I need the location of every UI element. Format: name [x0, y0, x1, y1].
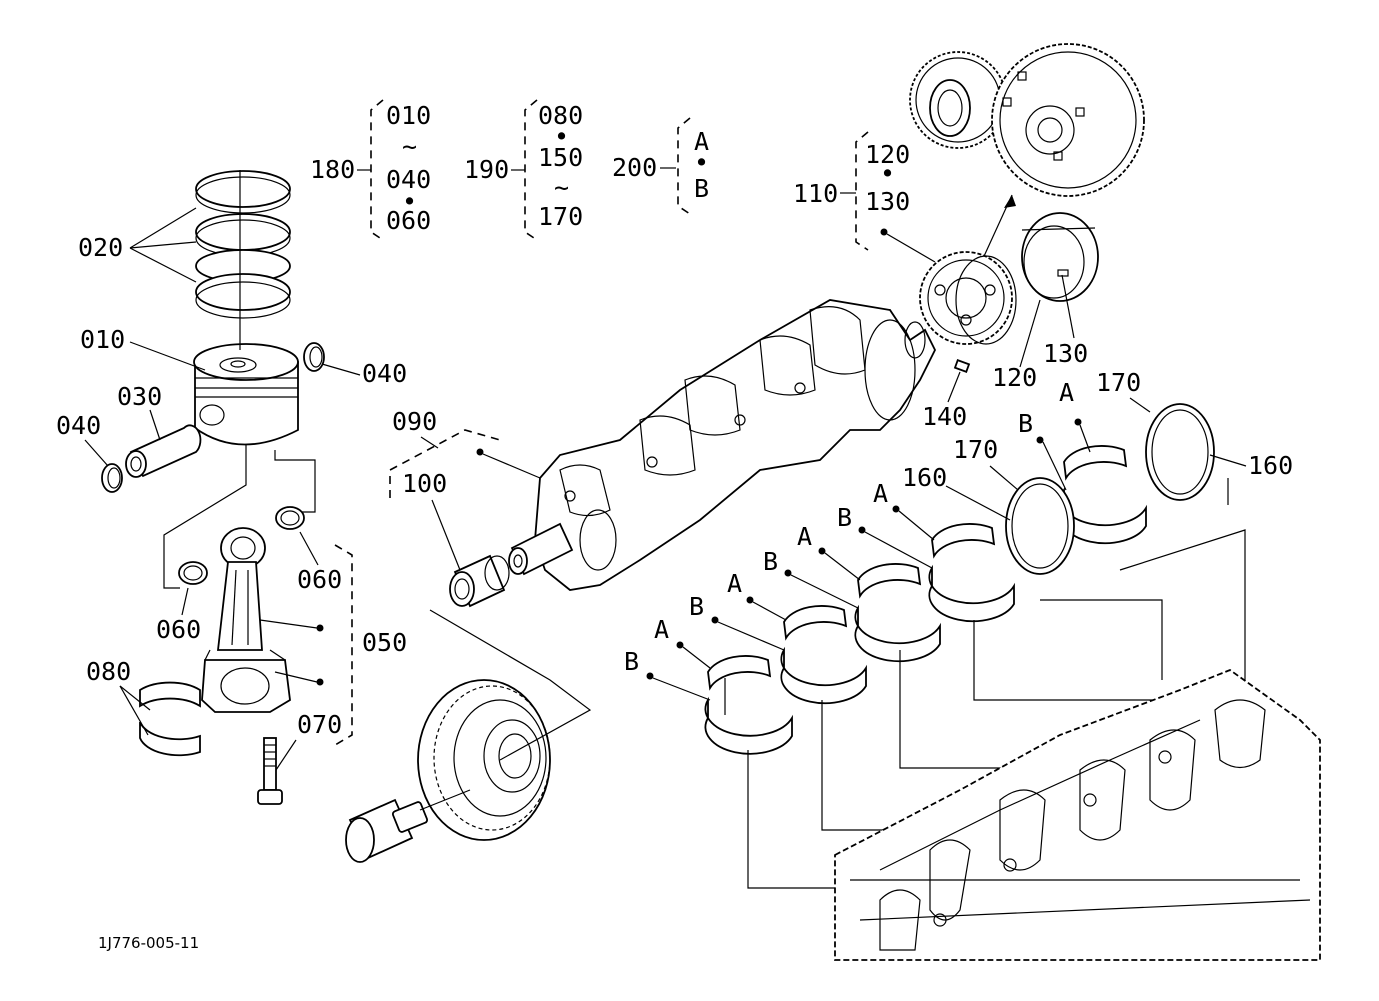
crank-pulley: [417, 679, 551, 841]
label-170-right: 170: [1096, 368, 1141, 397]
piston-rings: [195, 170, 291, 330]
svg-text:120: 120: [865, 140, 910, 169]
piston-pin: [125, 424, 202, 478]
svg-text:170: 170: [538, 202, 583, 231]
main-bearing-4: [928, 523, 1015, 623]
svg-text:B: B: [837, 503, 852, 532]
pulley-bolt: [345, 798, 429, 863]
svg-text:B: B: [689, 592, 704, 621]
svg-text:040: 040: [386, 165, 431, 194]
svg-text:B: B: [694, 174, 709, 203]
crank-gear: [919, 251, 1017, 345]
crank-key: [953, 359, 971, 373]
label-060-left: 060: [156, 615, 201, 644]
svg-text:110: 110: [793, 179, 838, 208]
rod-bearing: [139, 681, 201, 757]
main-bearing-3: [854, 563, 941, 663]
label-040-right: 040: [362, 359, 407, 388]
label-090: 090: [392, 407, 437, 436]
svg-text:A: A: [797, 522, 812, 551]
svg-text:010: 010: [386, 101, 431, 130]
svg-text:180: 180: [310, 155, 355, 184]
svg-text:B: B: [1018, 409, 1033, 438]
bushing-upper: [275, 506, 305, 530]
thrust-washer-left: [1005, 477, 1075, 575]
svg-text:B: B: [624, 647, 639, 676]
svg-text:A: A: [654, 615, 669, 644]
svg-text:190: 190: [464, 155, 509, 184]
label-160-left: 160: [902, 463, 947, 492]
label-010: 010: [80, 325, 125, 354]
idler-gear: [909, 51, 1007, 149]
bushing-lower: [178, 561, 208, 585]
label-170-left: 170: [953, 435, 998, 464]
crank-nose: [508, 522, 574, 576]
label-050: 050: [362, 628, 407, 657]
group-200: 200 A • B: [612, 117, 709, 215]
label-140: 140: [922, 402, 967, 431]
svg-text:•: •: [880, 159, 895, 188]
label-160-right: 160: [1248, 451, 1293, 480]
svg-text:A: A: [873, 479, 888, 508]
rod-bolt: [257, 737, 283, 805]
thrust-washer-right: [1145, 403, 1215, 501]
label-040-left: 040: [56, 411, 101, 440]
svg-text:080: 080: [538, 101, 583, 130]
group-190: 190 080 • 150 ~ 170: [464, 99, 583, 241]
piston: [193, 330, 299, 446]
svg-text:A: A: [694, 127, 709, 156]
svg-text:060: 060: [386, 206, 431, 235]
circlip-left: [101, 463, 123, 493]
cylinder-block: [834, 668, 1321, 961]
svg-text:A: A: [1059, 378, 1074, 407]
svg-text:150: 150: [538, 143, 583, 172]
svg-text:•: •: [554, 122, 569, 151]
group-180: 180 010 ~ 040 • 060: [310, 99, 431, 241]
label-070: 070: [297, 710, 342, 739]
connecting-rod: [201, 527, 291, 713]
cam-gear: [991, 43, 1145, 197]
drawing-code: 1J776-005-11: [98, 934, 199, 952]
label-120: 120: [992, 363, 1037, 392]
label-030: 030: [117, 382, 162, 411]
group-110: 110 120 • 130: [793, 131, 936, 263]
needle-bearing: [449, 554, 510, 608]
label-060-right: 060: [297, 565, 342, 594]
main-bearing-2: [780, 605, 867, 705]
main-bearing-1: [704, 655, 793, 755]
svg-text:•: •: [402, 187, 417, 216]
svg-text:~: ~: [554, 173, 569, 202]
svg-text:•: •: [694, 148, 709, 177]
svg-text:~: ~: [402, 132, 417, 161]
circlip-right: [303, 342, 325, 372]
oil-slinger: [1021, 212, 1099, 302]
svg-text:B: B: [763, 547, 778, 576]
label-020: 020: [78, 233, 123, 262]
svg-text:200: 200: [612, 153, 657, 182]
label-080: 080: [86, 657, 131, 686]
label-100: 100: [402, 469, 447, 498]
bearing-letter-labels: B A B A B A B A B A: [624, 378, 1091, 701]
svg-text:A: A: [727, 569, 742, 598]
label-130: 130: [1043, 339, 1088, 368]
svg-text:130: 130: [865, 187, 910, 216]
crankshaft: [534, 299, 937, 591]
